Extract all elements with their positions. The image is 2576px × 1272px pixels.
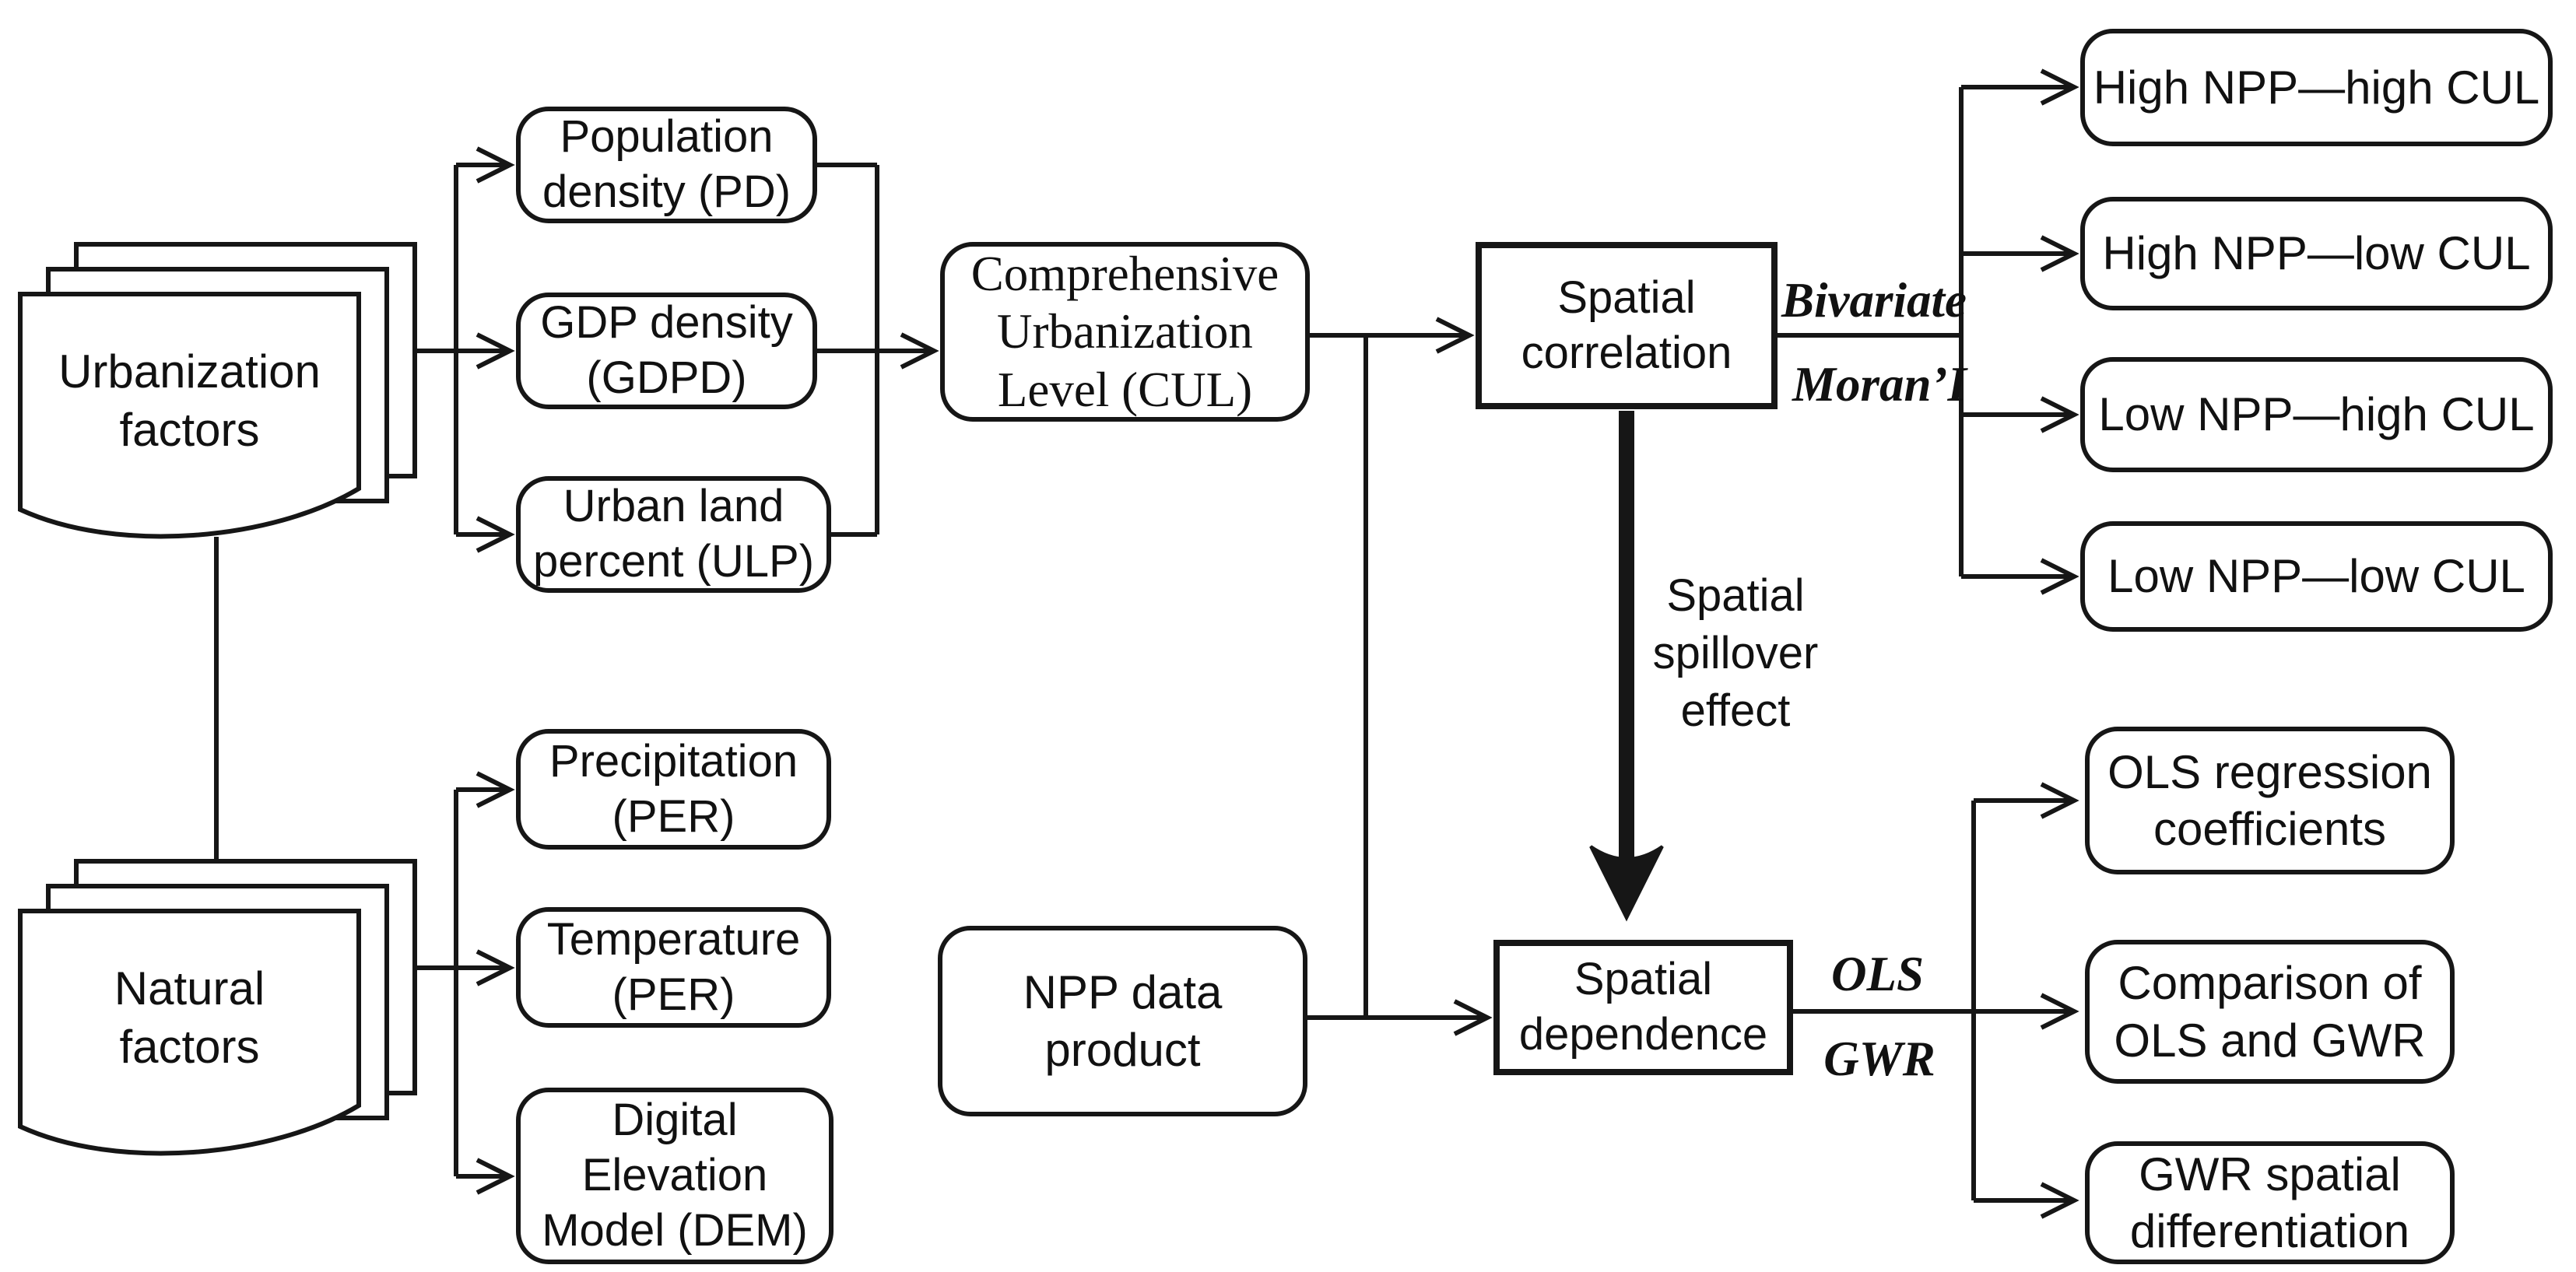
- population-density-box: Population density (PD): [516, 107, 817, 223]
- dem-box: Digital Elevation Model (DEM): [516, 1088, 834, 1264]
- urbanization-stack-icon: [18, 242, 417, 539]
- spillover-label: Spatial spillover effect: [1652, 569, 1819, 737]
- comparison-ols-gwr-box: Comparison of OLS and GWR: [2085, 940, 2455, 1084]
- urban-land-percent-box: Urban land percent (ULP): [516, 476, 831, 593]
- low-npp-high-cul-box: Low NPP—high CUL: [2080, 357, 2553, 472]
- natural-stack-icon: [18, 859, 417, 1156]
- spatial-correlation-box: Spatial correlation: [1476, 242, 1778, 409]
- moran-label: Moran’I: [1792, 357, 1967, 412]
- npp-data-product-box: NPP data product: [938, 926, 1307, 1116]
- precipitation-box: Precipitation (PER): [516, 729, 831, 850]
- gwr-spatial-differentiation-box: GWR spatial differentiation: [2085, 1141, 2455, 1264]
- high-npp-low-cul-box: High NPP—low CUL: [2080, 197, 2553, 310]
- gwr-label: GWR: [1823, 1032, 1936, 1087]
- bivariate-label: Bivariate: [1781, 273, 1967, 328]
- low-npp-low-cul-box: Low NPP—low CUL: [2080, 521, 2553, 632]
- ols-regression-coefficients-box: OLS regression coefficients: [2085, 727, 2455, 874]
- cul-box: Comprehensive Urbanization Level (CUL): [940, 242, 1310, 422]
- gdp-density-box: GDP density (GDPD): [516, 293, 817, 409]
- spatial-dependence-box: Spatial dependence: [1493, 940, 1793, 1075]
- spillover-arrow: [1589, 411, 1664, 922]
- temperature-box: Temperature (PER): [516, 907, 831, 1028]
- high-npp-high-cul-box: High NPP—high CUL: [2080, 29, 2553, 146]
- natural-factors-label: Natural factors: [114, 962, 265, 1073]
- connectors: [214, 68, 2079, 1219]
- urbanization-factors-label: Urbanization factors: [58, 345, 321, 456]
- ols-label: OLS: [1830, 947, 1925, 1002]
